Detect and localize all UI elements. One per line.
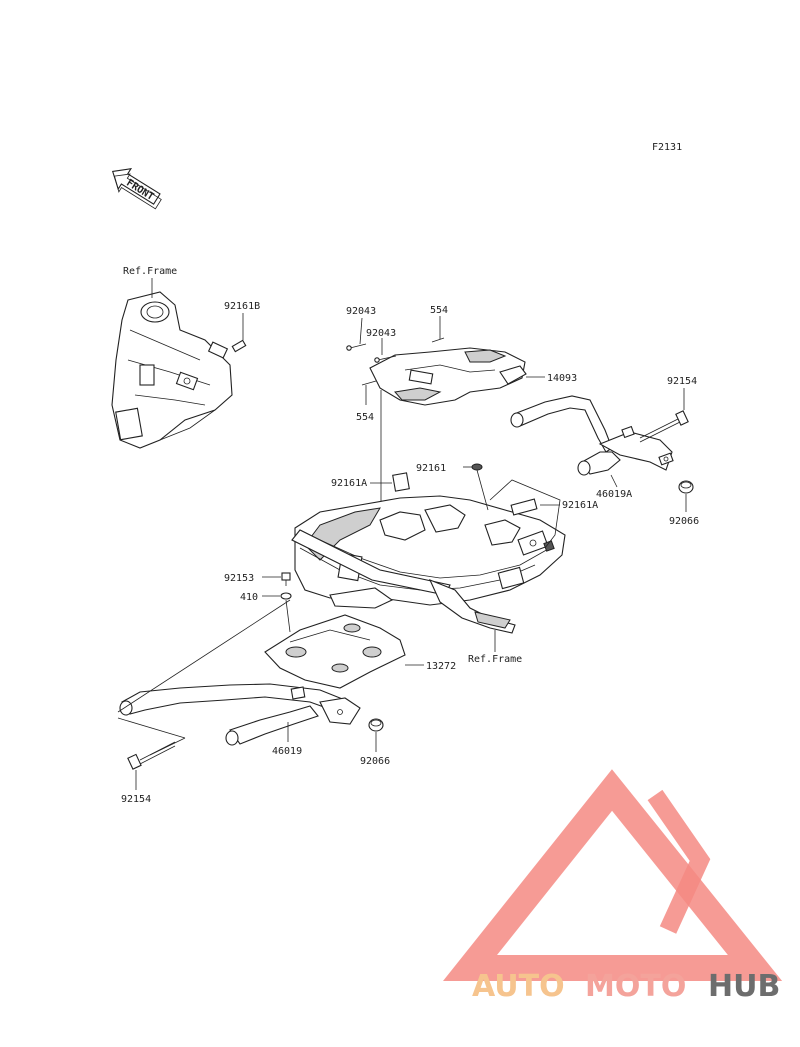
part-92161A-pad-right bbox=[510, 498, 538, 516]
label-92066-bottom: 92066 bbox=[360, 756, 390, 767]
part-92161-grommet bbox=[471, 463, 483, 471]
figure-code: F2131 bbox=[652, 142, 682, 153]
label-92154-bottom: 92154 bbox=[121, 794, 151, 805]
label-410: 410 bbox=[240, 592, 258, 603]
label-13272: 13272 bbox=[426, 661, 456, 672]
alignment-line-left bbox=[117, 599, 291, 713]
label-92161A-right: 92161A bbox=[562, 500, 598, 511]
part-554-bottom bbox=[361, 380, 377, 386]
part-92154-bolt-bottom bbox=[127, 741, 176, 770]
part-92153-bolt bbox=[281, 572, 291, 586]
rear-frame-assembly bbox=[291, 495, 566, 634]
leader-410-down bbox=[285, 599, 291, 633]
part-92043-bolt-a bbox=[346, 343, 367, 351]
part-46019-grab-bar bbox=[119, 683, 361, 746]
watermark-text-auto: AUTO bbox=[472, 969, 565, 1004]
label-ref-frame-bottom: Ref.Frame bbox=[468, 654, 522, 665]
ref-frame-head-section bbox=[111, 291, 233, 449]
part-13272-plate bbox=[264, 614, 406, 689]
part-554-top bbox=[431, 337, 445, 343]
label-92154-right: 92154 bbox=[667, 376, 697, 387]
label-46019: 46019 bbox=[272, 746, 302, 757]
front-arrow-icon: FRONT bbox=[111, 168, 162, 210]
label-554-top: 554 bbox=[430, 305, 448, 316]
label-92161: 92161 bbox=[416, 463, 446, 474]
part-92066-cap-bottom bbox=[368, 718, 384, 732]
leader-46019A bbox=[610, 474, 618, 488]
label-92066-right: 92066 bbox=[669, 516, 699, 527]
part-92043-bolt-b bbox=[374, 355, 397, 363]
label-554-bottom: 554 bbox=[356, 412, 374, 423]
leader-92161A-bracket bbox=[489, 479, 561, 549]
label-92161A-left: 92161A bbox=[331, 478, 367, 489]
alignment-line-bolt bbox=[117, 717, 186, 739]
part-92066-cap-right bbox=[678, 480, 694, 494]
watermark-logo: AUTO MOTO HUB bbox=[442, 769, 783, 1004]
label-92043-b: 92043 bbox=[366, 328, 396, 339]
label-46019A: 46019A bbox=[596, 489, 632, 500]
leader-92043-a bbox=[359, 317, 363, 345]
part-46019A-grab-bar bbox=[510, 395, 674, 476]
part-92154-bolt-right bbox=[639, 410, 689, 443]
label-14093: 14093 bbox=[547, 373, 577, 384]
part-92161A-pad-left bbox=[392, 472, 410, 492]
watermark-text-hub: HUB bbox=[708, 969, 780, 1004]
part-410-washer bbox=[280, 592, 292, 600]
label-ref-frame-top: Ref.Frame bbox=[123, 266, 177, 277]
label-92043-a: 92043 bbox=[346, 306, 376, 317]
label-92161B: 92161B bbox=[224, 301, 260, 312]
label-92153: 92153 bbox=[224, 573, 254, 584]
part-14093-cover bbox=[369, 347, 527, 406]
leader-92161-down bbox=[476, 469, 489, 511]
part-92161B bbox=[231, 339, 247, 353]
watermark-text-moto: MOTO bbox=[585, 969, 686, 1004]
